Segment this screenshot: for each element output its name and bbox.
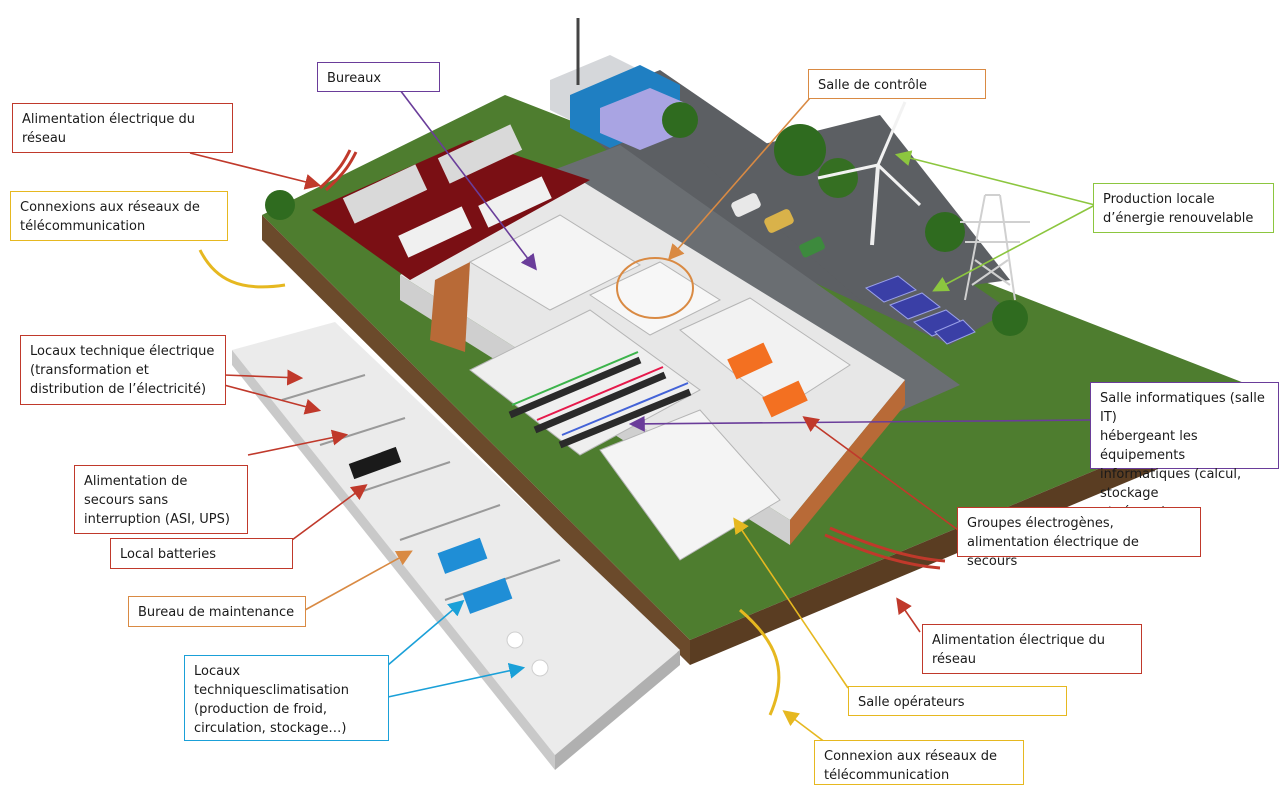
label-bureaux: Bureaux: [317, 62, 440, 92]
label-locaux-technique-electrique: Locaux technique électrique (transformat…: [20, 335, 226, 405]
solar-panels: [864, 275, 976, 345]
label-bureau-maintenance: Bureau de maintenance: [128, 596, 306, 627]
label-alimentation-reseau-haut: Alimentation électrique du réseau: [12, 103, 233, 153]
cables: [198, 149, 946, 716]
label-salle-de-controle: Salle de contrôle: [808, 69, 986, 99]
label-salle-informatique: Salle informatiques (salle IT) hébergean…: [1090, 382, 1279, 520]
leader-lines: [189, 89, 1096, 753]
power-pylon: [960, 194, 1030, 301]
trees: [265, 102, 1028, 336]
label-connexions-telecom-gauche: Connexions aux réseaux de télécommunicat…: [10, 191, 228, 241]
label-production-renouvelable: Production locale d’énergie renouvelable: [1093, 183, 1274, 233]
label-locaux-climatisation: Locaux techniquesclimatisation (producti…: [184, 655, 389, 741]
utility-containers: [550, 18, 690, 150]
label-connexion-telecom-bas: Connexion aux réseaux de télécommunicati…: [814, 740, 1024, 785]
label-groupes-electrogenes: Groupes électrogènes, alimentation élect…: [957, 507, 1201, 569]
wind-turbine: [817, 101, 922, 246]
label-local-batteries: Local batteries: [110, 538, 293, 569]
label-salle-operateurs: Salle opérateurs: [848, 686, 1067, 716]
label-alimentation-reseau-bas: Alimentation électrique du réseau: [922, 624, 1142, 674]
label-alimentation-secours-ups: Alimentation de secours sans interruptio…: [74, 465, 248, 534]
